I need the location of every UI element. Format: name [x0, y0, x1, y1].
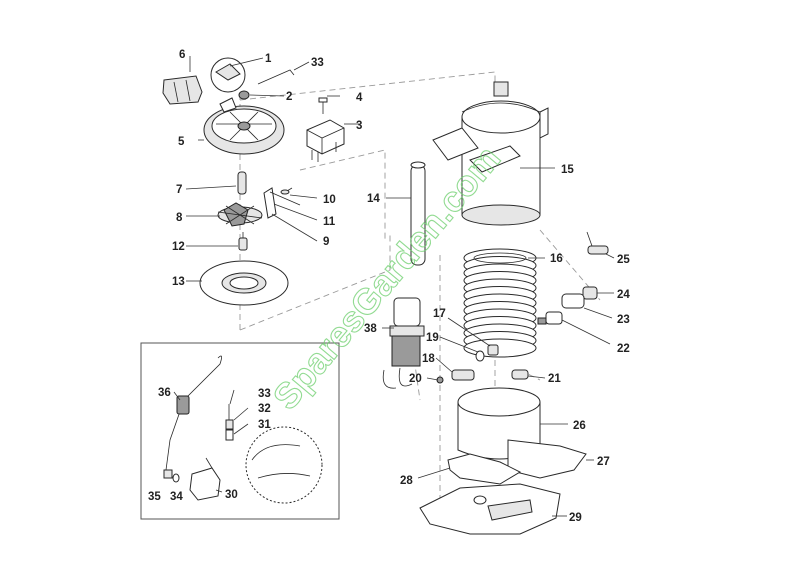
part-16-coil	[463, 248, 537, 358]
callout-2: 2	[286, 91, 292, 103]
part-24-fitting	[582, 286, 598, 300]
part-38-pump	[382, 297, 425, 389]
callout-11: 11	[323, 216, 336, 228]
callout-32: 32	[258, 403, 271, 415]
callout-3: 3	[356, 120, 362, 132]
part-10-spring	[280, 187, 293, 195]
callout-27: 27	[597, 456, 610, 468]
part-3-switch	[306, 119, 345, 162]
callout-15: 15	[561, 164, 574, 176]
part-5-bowl-lid	[203, 97, 285, 155]
part-21-plug	[511, 369, 529, 380]
coil-inner-opening	[473, 252, 527, 264]
part-4-screw	[318, 97, 328, 114]
part-30-valve	[189, 457, 221, 501]
callout-1: 1	[265, 53, 272, 65]
part-36-hose	[165, 355, 222, 471]
part-7-pin	[237, 171, 247, 195]
callout-6: 6	[179, 49, 185, 61]
callout-18: 18	[422, 353, 435, 365]
callout-25: 25	[617, 254, 630, 266]
part-11-clip	[269, 191, 301, 206]
callout-38: 38	[364, 323, 377, 335]
callout-17: 17	[433, 308, 446, 320]
part-33-wire	[257, 69, 295, 85]
callout-20: 20	[409, 373, 422, 385]
callout-10: 10	[323, 194, 336, 206]
part-2-nut	[238, 90, 250, 100]
part-8-impeller	[217, 202, 263, 227]
part-28-gasket	[447, 453, 522, 485]
callout-5: 5	[178, 136, 185, 148]
part-25-probe	[586, 231, 609, 255]
part-35-nut	[163, 469, 173, 479]
part-19-washer	[475, 350, 485, 362]
callout-34: 34	[170, 491, 183, 503]
callout-29: 29	[569, 512, 582, 524]
part-15-boiler	[432, 81, 549, 226]
part-17-nut	[487, 344, 499, 356]
part-23-union	[561, 293, 585, 309]
part-32-spring	[225, 419, 234, 430]
callout-21: 21	[548, 373, 561, 385]
part-1-cap	[210, 57, 246, 93]
part-13-burner-ring	[199, 260, 289, 306]
callout-33-inset: 33	[258, 388, 271, 400]
part-14-rod	[410, 161, 426, 266]
inset-frame	[140, 342, 340, 520]
coil-turn	[463, 338, 537, 358]
part-12-nozzle	[238, 232, 248, 251]
part-6-clip	[162, 75, 203, 105]
callout-numbers: 6 1 33 2 4 3 5 7 10 8 11 9 12 13 14 15 1…	[148, 49, 630, 524]
part-18-fitting	[451, 369, 475, 381]
callout-30: 30	[225, 489, 238, 501]
callout-31: 31	[258, 419, 271, 431]
inset-filter-disc	[245, 426, 323, 504]
part-34-washer	[172, 473, 180, 483]
callout-9: 9	[323, 236, 329, 248]
callout-36: 36	[158, 387, 171, 399]
part-22-coupling	[537, 311, 563, 325]
callout-14: 14	[367, 193, 380, 205]
callout-12: 12	[172, 241, 185, 253]
part-9-bracket	[263, 187, 277, 219]
callout-19: 19	[426, 332, 439, 344]
callout-24: 24	[617, 289, 630, 301]
callout-26: 26	[573, 420, 586, 432]
part-29-base-plate	[419, 483, 561, 535]
callout-28: 28	[400, 475, 413, 487]
part-31-pin	[225, 429, 234, 441]
callout-23: 23	[617, 314, 630, 326]
callout-13: 13	[172, 276, 185, 288]
callout-4: 4	[356, 92, 363, 104]
callout-16: 16	[550, 253, 563, 265]
callout-7: 7	[176, 184, 182, 196]
callout-leader-lines	[173, 56, 615, 517]
callout-8: 8	[176, 212, 183, 224]
callout-22: 22	[617, 343, 630, 355]
callout-35: 35	[148, 491, 161, 503]
callout-33: 33	[311, 57, 324, 69]
